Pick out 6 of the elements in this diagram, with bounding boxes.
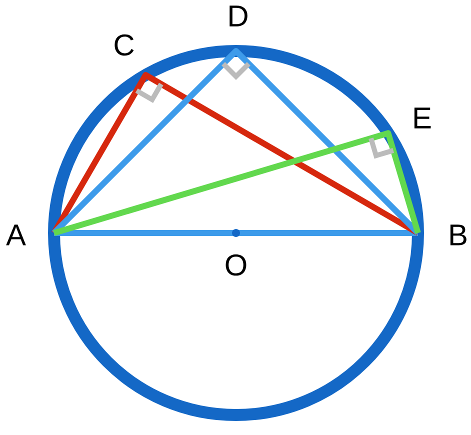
- point-label: O: [226, 254, 246, 276]
- point-label: A: [6, 224, 26, 246]
- point-label: C: [114, 34, 134, 56]
- point-label: B: [450, 224, 466, 246]
- point-label: D: [230, 6, 248, 26]
- point-label: E: [414, 108, 431, 128]
